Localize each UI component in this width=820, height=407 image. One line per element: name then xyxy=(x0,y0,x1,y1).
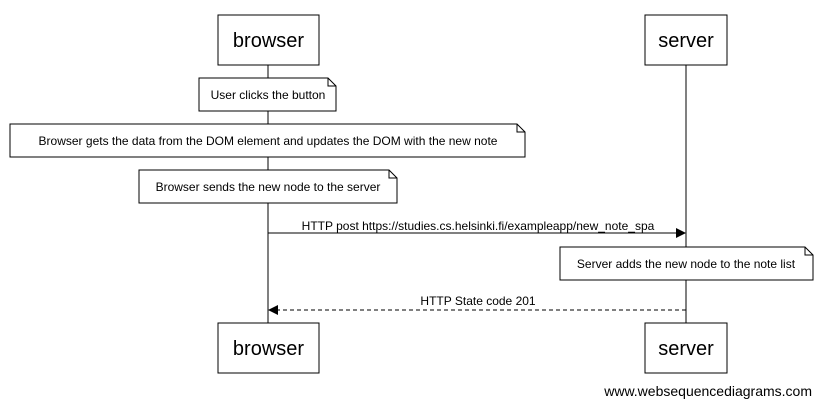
participant-server-bottom: server xyxy=(644,322,728,374)
participant-server-bottom-label: server xyxy=(658,338,714,360)
participant-browser-top-label: browser xyxy=(233,30,304,52)
participant-server-top: server xyxy=(644,14,728,66)
participant-server-top-label: server xyxy=(658,30,714,52)
note-browser-updates-dom: Browser gets the data from the DOM eleme… xyxy=(9,123,526,158)
note-server-adds-text: Server adds the new node to the note lis… xyxy=(577,257,796,271)
participant-browser-bottom: browser xyxy=(217,322,320,374)
note-user-clicks: User clicks the button xyxy=(198,77,337,112)
message-http-state: HTTP State code 201 xyxy=(268,294,686,315)
note-browser-updates-dom-text: Browser gets the data from the DOM eleme… xyxy=(39,134,498,148)
watermark-link[interactable]: www.websequencediagrams.com xyxy=(604,383,812,399)
participant-browser-top: browser xyxy=(217,14,320,66)
note-server-adds: Server adds the new node to the note lis… xyxy=(559,246,814,281)
note-browser-sends-text: Browser sends the new node to the server xyxy=(156,180,381,194)
message-http-state-label: HTTP State code 201 xyxy=(420,294,536,308)
note-user-clicks-text: User clicks the button xyxy=(211,88,326,102)
message-http-post-label: HTTP post https://studies.cs.helsinki.fi… xyxy=(302,219,655,233)
message-http-post: HTTP post https://studies.cs.helsinki.fi… xyxy=(268,219,686,238)
note-browser-sends: Browser sends the new node to the server xyxy=(138,169,398,204)
participant-browser-bottom-label: browser xyxy=(233,338,304,360)
